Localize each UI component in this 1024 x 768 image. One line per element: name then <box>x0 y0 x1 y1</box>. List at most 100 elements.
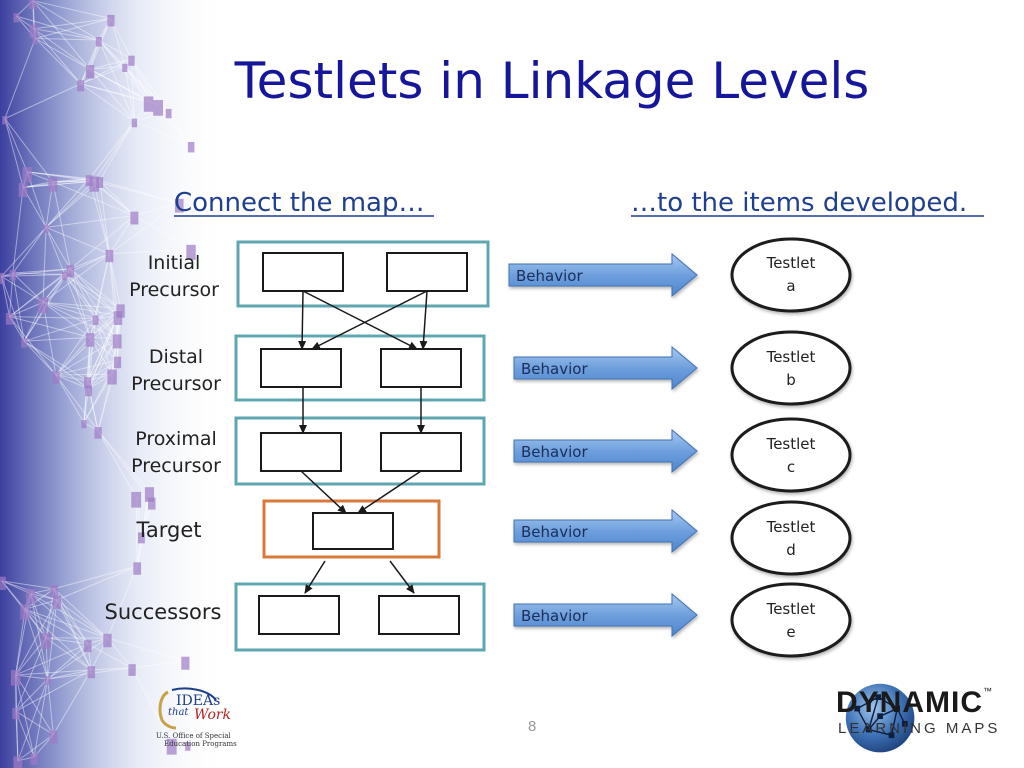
network-line <box>45 227 71 270</box>
network-node <box>174 198 184 213</box>
network-node <box>30 753 38 765</box>
network-line <box>15 674 48 680</box>
network-line <box>64 274 118 340</box>
network-line <box>9 316 57 376</box>
ideas-logo-text: IDEAs that Work <box>158 694 231 722</box>
network-line <box>15 637 47 676</box>
network-line <box>52 181 135 217</box>
network-node <box>38 297 48 314</box>
network-node <box>10 670 21 686</box>
network-line <box>33 678 49 758</box>
network-node <box>9 269 17 281</box>
network-node <box>29 0 37 10</box>
network-line <box>88 318 97 389</box>
network-line <box>106 566 138 639</box>
node-box <box>260 432 342 472</box>
network-line <box>15 674 35 758</box>
network-node <box>128 664 136 676</box>
right-heading: …to the items developed. <box>631 188 967 218</box>
network-line <box>24 588 55 610</box>
network-node <box>107 369 117 385</box>
ideas-sub-line1: U.S. Office of Special <box>156 732 231 740</box>
ideas-word: IDEAs <box>176 693 221 709</box>
network-node <box>84 377 92 389</box>
network-line <box>53 565 138 590</box>
network-line <box>27 171 90 180</box>
network-node <box>22 167 32 183</box>
testlet-label: Testlet <box>766 435 816 453</box>
network-line <box>98 39 135 122</box>
connector-arrow <box>419 290 428 350</box>
network-line <box>42 301 118 317</box>
network-node <box>122 63 128 73</box>
testlet-ellipse: Testlet a <box>730 237 852 313</box>
connector-arrow <box>357 470 422 514</box>
behavior-arrow: Behavior <box>513 592 698 638</box>
network-line <box>108 215 135 255</box>
network-line <box>47 669 92 680</box>
network-node <box>113 311 123 325</box>
network-line <box>55 318 97 376</box>
ideas-that-work-logo <box>158 687 217 730</box>
network-line <box>15 674 54 735</box>
network-line <box>69 268 119 316</box>
network-node <box>87 666 96 679</box>
behavior-arrow: Behavior <box>513 508 698 554</box>
network-line <box>110 18 126 67</box>
network-node <box>105 249 114 263</box>
network-line <box>70 268 121 309</box>
testlet-label: Testlet <box>766 518 816 536</box>
network-line <box>45 637 92 671</box>
network-line <box>69 268 91 338</box>
network-line <box>178 145 192 204</box>
network-node <box>40 632 51 649</box>
network-line <box>80 58 132 85</box>
network-line <box>52 669 92 735</box>
network-line <box>12 268 71 274</box>
network-node <box>13 756 23 768</box>
network-line <box>23 181 53 188</box>
network-line <box>33 28 91 70</box>
network-line <box>9 316 96 319</box>
dlm-logo-title: DYNAMIC™ <box>836 686 993 720</box>
network-line <box>56 599 108 639</box>
network-line <box>64 274 119 316</box>
level-label-initial-line2: Precursor <box>129 279 219 301</box>
network-line <box>52 181 71 269</box>
network-line <box>98 39 159 106</box>
network-node <box>44 676 51 686</box>
network-line <box>9 316 91 338</box>
network-line <box>95 318 118 361</box>
network-line <box>15 711 19 761</box>
connector-arrow <box>298 290 307 350</box>
dlm-trademark: ™ <box>983 686 993 696</box>
network-line <box>24 599 58 610</box>
network-line <box>107 637 186 662</box>
network-line <box>98 39 132 60</box>
network-line <box>95 253 110 319</box>
network-line <box>55 374 85 423</box>
level-label-distal: Distal <box>149 346 203 368</box>
network-line <box>124 66 150 102</box>
testlet-label: Testlet <box>766 254 816 272</box>
level-label-target: Target <box>136 518 202 542</box>
network-node <box>85 175 93 187</box>
ideas-work: Work <box>194 707 232 723</box>
network-line <box>34 38 82 85</box>
network-line <box>42 302 57 376</box>
network-line <box>30 593 49 680</box>
network-line <box>47 637 108 680</box>
network-line <box>94 180 180 204</box>
network-line <box>56 599 92 671</box>
network-line <box>89 68 135 122</box>
network-line <box>1 580 31 594</box>
testlet-letter: a <box>786 277 795 295</box>
testlet-letter: e <box>786 623 795 641</box>
network-node <box>143 96 154 112</box>
network-line <box>9 268 71 318</box>
network-line <box>33 28 82 85</box>
network-line <box>98 39 126 67</box>
network-line <box>45 227 66 275</box>
network-node <box>2 115 8 125</box>
